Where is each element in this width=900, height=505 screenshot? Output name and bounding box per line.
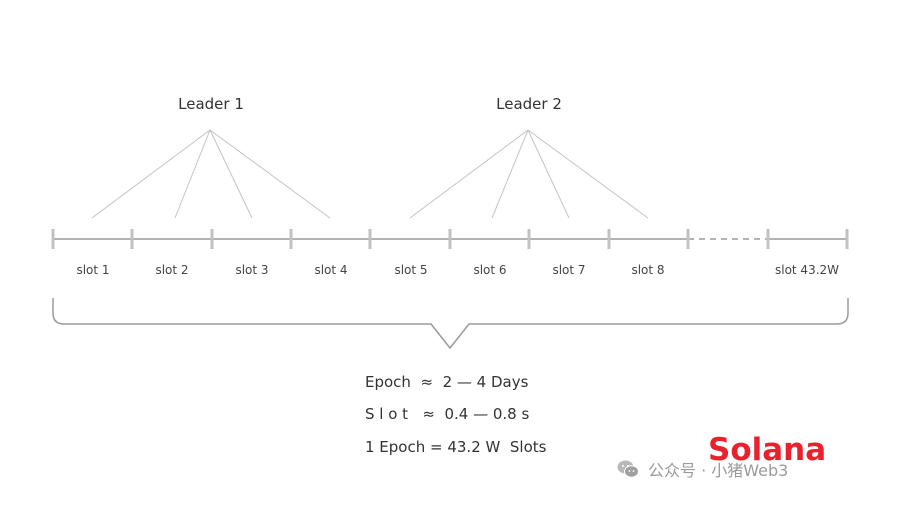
leader-2-line-slot-7 <box>527 129 570 219</box>
slot-label: slot 4 <box>314 263 348 277</box>
leader-1-line-slot-1 <box>91 129 211 219</box>
slot-label: slot 7 <box>552 263 586 277</box>
solana-brand-text: Solana <box>708 432 827 468</box>
leader-1-line-slot-3 <box>209 129 253 219</box>
wechat-icon <box>617 460 639 478</box>
watermark-text: 公众号 · 小猪Web3 <box>648 461 789 480</box>
leader-2-line-slot-5 <box>409 129 529 219</box>
leader-2-line-slot-6 <box>491 129 529 219</box>
slot-label: slot 6 <box>473 263 507 277</box>
leader-2-fan <box>409 129 649 219</box>
slot-label: slot 43.2W <box>774 263 840 277</box>
epoch-brace <box>52 298 849 350</box>
slot-label: slot 3 <box>235 263 269 277</box>
leader-1-line-slot-4 <box>209 129 331 219</box>
leader-1-fan <box>91 129 331 219</box>
timeline-ticks <box>51 229 849 249</box>
leader-1-line-slot-2 <box>174 129 211 219</box>
slot-label: slot 5 <box>394 263 428 277</box>
leader-2-label: Leader 2 <box>496 95 562 113</box>
timeline <box>51 229 849 249</box>
slot-label: slot 2 <box>155 263 189 277</box>
leader-1-label: Leader 1 <box>178 95 244 113</box>
leader-2-line-slot-8 <box>527 129 649 219</box>
slot-label: slot 8 <box>631 263 665 277</box>
slot-label: slot 1 <box>76 263 110 277</box>
epoch-slot-relation-text: 1 Epoch = 43.2 W Slots <box>365 438 547 456</box>
epoch-duration-text: Epoch ≈ 2 — 4 Days <box>365 373 529 391</box>
slot-duration-text: S l o t ≈ 0.4 — 0.8 s <box>365 405 530 423</box>
wechat-watermark: 公众号 · 小猪Web3 <box>616 456 788 482</box>
